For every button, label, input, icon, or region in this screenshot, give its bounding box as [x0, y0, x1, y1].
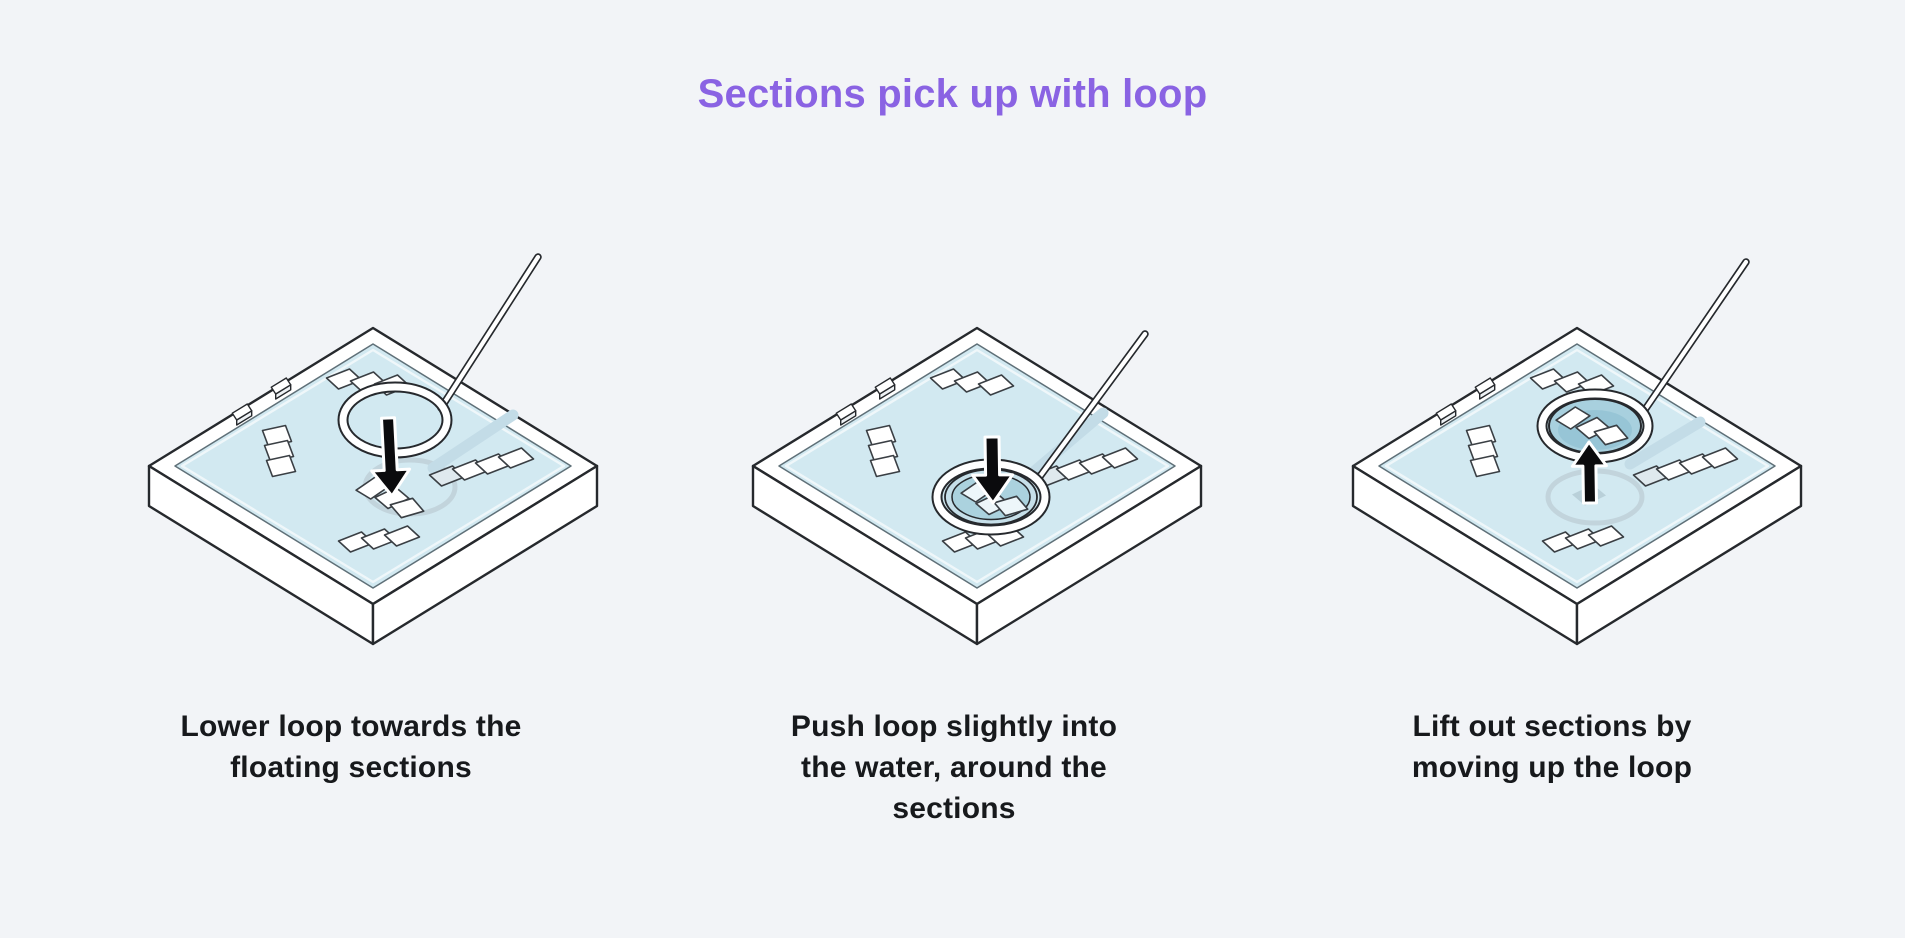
- step-2-drawing: [751, 326, 1203, 646]
- rim-clips: [835, 377, 896, 426]
- step-1-drawing: [147, 253, 599, 646]
- step-1-illustration: [83, 204, 663, 674]
- loop-handle: [1638, 258, 1750, 418]
- loop-handle: [1034, 330, 1149, 483]
- tissue-section: [1701, 447, 1739, 469]
- tissue-section: [389, 497, 425, 519]
- page-title: Sections pick up with loop: [697, 72, 1208, 116]
- tissue-section: [1587, 525, 1625, 547]
- tissue-section: [977, 374, 1015, 396]
- rim-clips: [231, 377, 292, 426]
- tissue-section: [265, 454, 297, 478]
- step-2-illustration: [687, 204, 1267, 674]
- handle-shadow: [427, 409, 519, 474]
- step-3-drawing: [1351, 258, 1803, 646]
- tissue-section: [1469, 454, 1501, 478]
- step-3-caption: Lift out sections by moving up the loop: [1411, 710, 1693, 784]
- floating-sections: [1465, 368, 1739, 553]
- step-3-illustration: [1287, 204, 1867, 674]
- arrow-up-icon: [1570, 440, 1608, 505]
- film-with-sections: [1548, 398, 1642, 454]
- tissue-section: [383, 525, 421, 547]
- floating-sections: [261, 368, 535, 553]
- arrow-down-icon: [971, 435, 1015, 505]
- rim-clips: [1435, 377, 1496, 426]
- tissue-section: [1101, 447, 1139, 469]
- floating-sections: [865, 368, 1139, 553]
- step-1-caption: Lower loop towards the floating sections: [180, 710, 522, 784]
- step-2-caption: Push loop slightly into the water, aroun…: [790, 710, 1118, 825]
- handle-shadow: [1624, 416, 1706, 470]
- loop-handle: [437, 253, 542, 412]
- tissue-section: [993, 495, 1029, 517]
- tissue-section: [497, 447, 535, 469]
- tissue-section: [1555, 406, 1591, 430]
- tissue-section: [869, 454, 901, 478]
- tissue-section: [1593, 424, 1629, 446]
- arrow-down-icon: [370, 416, 412, 498]
